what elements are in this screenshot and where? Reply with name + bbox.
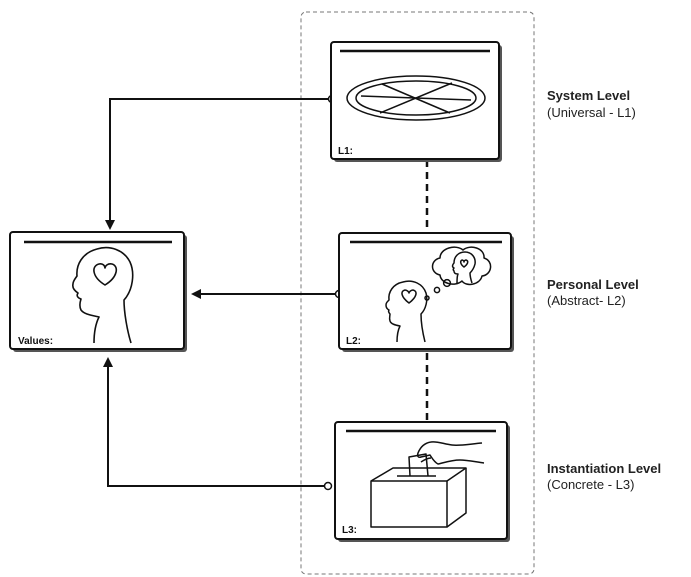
l2-level-subtitle: (Abstract- L2)	[547, 293, 626, 308]
values-card-label: Values:	[18, 336, 54, 347]
values-card	[9, 231, 187, 352]
l1-level-title: System Level	[547, 88, 631, 103]
l1-card	[330, 41, 502, 162]
thinking-head-icon	[385, 246, 492, 343]
arrow-l3-to-values	[103, 357, 325, 487]
arrow-l1-to-values	[105, 98, 329, 230]
l3-level-subtitle: (Concrete - L3)	[547, 477, 635, 492]
ellipse-grid-icon	[346, 75, 486, 121]
l1-level-subtitle: (Universal - L1)	[547, 105, 636, 120]
l2-card	[338, 232, 514, 352]
l3-card-label: L3:	[342, 525, 357, 536]
l2-card-label: L2:	[346, 336, 361, 347]
l2-level-title: Personal Level	[547, 277, 639, 292]
arrow-l3-tail	[323, 481, 333, 491]
l3-card	[334, 421, 510, 542]
l3-level-title: Instantiation Level	[547, 461, 662, 476]
l1-card-label: L1:	[338, 146, 353, 157]
head-heart-icon	[72, 246, 134, 344]
ballot-box-icon	[370, 441, 485, 528]
